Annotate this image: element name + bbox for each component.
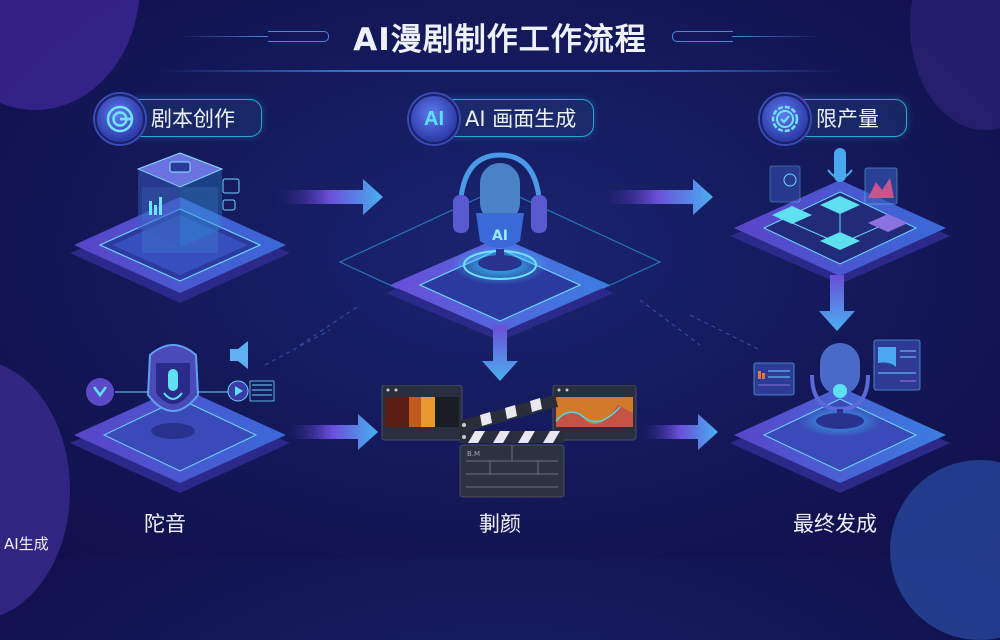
svg-text:AI: AI [492, 228, 508, 244]
svg-text:B.M: B.M [467, 450, 480, 458]
hologram-cube-platform-illustration [70, 152, 290, 303]
microphone-dashboard-platform-illustration [730, 339, 950, 493]
step-label-volume: 限产量 [760, 94, 907, 144]
step-label-script: 剧本创作 [95, 94, 262, 144]
arrow-right-icon [285, 414, 378, 450]
step-title: 剧本创作 [151, 107, 235, 131]
ai-microphone-headphones-platform-illustration: AI [386, 152, 614, 341]
check-gear-icon [760, 94, 810, 144]
title-line-decoration [180, 36, 268, 37]
title-line-decoration [732, 36, 820, 37]
ai-badge-icon: AI [409, 94, 459, 144]
step-title-audio: 陀音 [144, 512, 186, 536]
node-network-platform-illustration [730, 148, 950, 284]
step-title: 限产量 [816, 107, 879, 131]
arrow-down-icon [819, 275, 855, 331]
step-title-final: 最终发成 [793, 512, 877, 536]
arrow-right-icon [600, 179, 713, 215]
ai-generated-watermark: AI生成 [4, 535, 49, 553]
title-underline [160, 70, 840, 72]
title-bracket-decoration [268, 31, 329, 42]
page-title: AI漫剧制作工作流程 [353, 22, 647, 58]
step-label-image: AI AI 画面生成 [409, 94, 594, 144]
shield-microphone-platform-illustration [70, 341, 290, 493]
arrow-down-icon [482, 325, 518, 381]
step-title: AI 画面生成 [465, 107, 577, 131]
arrow-right-icon [640, 414, 718, 450]
target-icon [95, 94, 145, 144]
header: AI漫剧制作工作流程 [0, 0, 1000, 72]
title-bracket-decoration [672, 31, 733, 42]
clapperboard-video-panels-illustration: B.M [381, 385, 637, 498]
step-title-edit: 剚颜 [479, 512, 521, 536]
arrow-right-icon [275, 179, 383, 215]
